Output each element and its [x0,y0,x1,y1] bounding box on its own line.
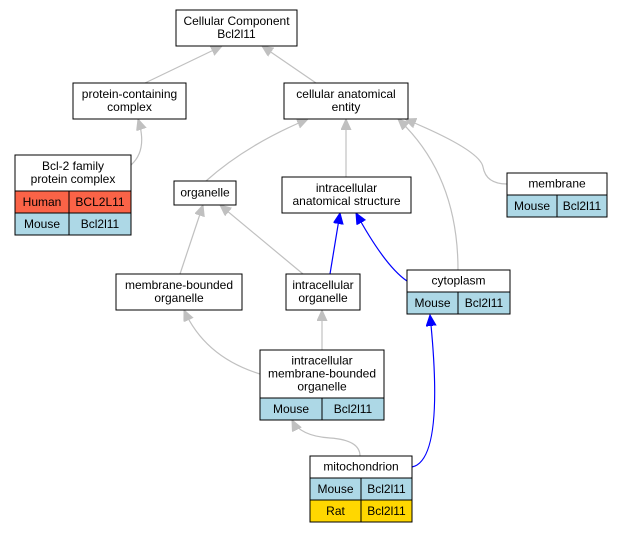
species-label: Mouse [414,296,450,310]
node-organelle[interactable]: organelle [173,180,237,206]
node-intracellular-membrane-bounded-organelle[interactable]: intracellularmembrane-boundedorganelleMo… [259,349,385,421]
node-box [283,82,409,120]
node-box [175,9,298,47]
edge-cytoplasm-to-intracellular-anatomical-structure [356,213,408,282]
node-label-line: protein complex [31,172,116,186]
node-label-line: cytoplasm [431,274,485,288]
gene-label: Bcl2l11 [334,402,373,416]
node-label-line: cellular anatomical [296,87,395,101]
node-label-line: entity [332,100,361,114]
edge-membrane-to-cellular-anatomical-entity [405,119,508,185]
edge-protein-containing-complex-to-cellular-component [144,45,222,84]
node-label-line: complex [107,100,152,114]
node-label-line: organelle [180,186,230,200]
species-label: Mouse [317,482,353,496]
node-label-line: intracellular [292,278,353,292]
gene-label: Bcl2l11 [367,504,406,518]
node-box [281,176,412,214]
node-box [285,273,361,311]
nodes-layer: Cellular ComponentBcl2l11protein-contain… [14,9,608,523]
edge-bcl2-family-protein-complex-to-protein-containing-complex [130,119,142,166]
node-label-line: Bcl2l11 [217,27,256,41]
gene-label: Bcl2l11 [81,217,120,231]
gene-cell [360,499,413,523]
edge-cellular-anatomical-entity-to-cellular-component [262,46,317,84]
species-label: Human [23,195,62,209]
edge-intracellular-membrane-bounded-organelle-to-membrane-bounded-organelle [184,310,261,375]
gene-label: Bcl2l11 [367,482,406,496]
edge-intracellular-organelle-to-organelle [220,205,304,275]
node-box [72,82,187,120]
node-label-line: mitochondrion [323,460,398,474]
edge-mitochondrion-to-intracellular-membrane-bounded-organelle [292,420,361,457]
species-label: Mouse [514,199,550,213]
gene-label: BCL2L11 [75,195,124,209]
gene-cell [68,212,132,236]
node-label-line: intracellular [291,354,352,368]
node-box [14,154,132,192]
node-label-line: Bcl-2 family [42,159,104,173]
gene-cell [321,397,385,421]
node-box [259,349,385,399]
gene-cell [556,194,608,218]
node-label-line: organelle [297,380,347,394]
node-label-line: membrane-bounded [125,278,233,292]
node-box [173,180,237,206]
node-label-line: protein-containing [82,87,177,101]
gene-label: Bcl2l11 [465,296,504,310]
gene-label: Bcl2l11 [563,199,602,213]
node-label-line: organelle [154,291,204,305]
edge-mitochondrion-to-cytoplasm [411,315,435,468]
edges-layer [130,45,508,468]
species-label: Mouse [273,402,309,416]
node-label-line: anatomical structure [292,194,400,208]
node-label-line: intracellular [316,181,377,195]
edge-membrane-bounded-organelle-to-organelle [179,205,203,275]
node-label-line: membrane-bounded [268,367,376,381]
node-label-line: Cellular Component [183,14,290,28]
edge-organelle-to-cellular-anatomical-entity [205,119,308,182]
node-label-line: organelle [298,291,348,305]
edge-cytoplasm-to-cellular-anatomical-entity [398,119,459,271]
gene-cell [457,291,511,315]
node-label-line: membrane [528,177,586,191]
edge-intracellular-organelle-to-intracellular-anatomical-structure [329,213,340,275]
species-label: Mouse [24,217,60,231]
species-label: Rat [326,504,345,518]
node-box [115,273,243,311]
